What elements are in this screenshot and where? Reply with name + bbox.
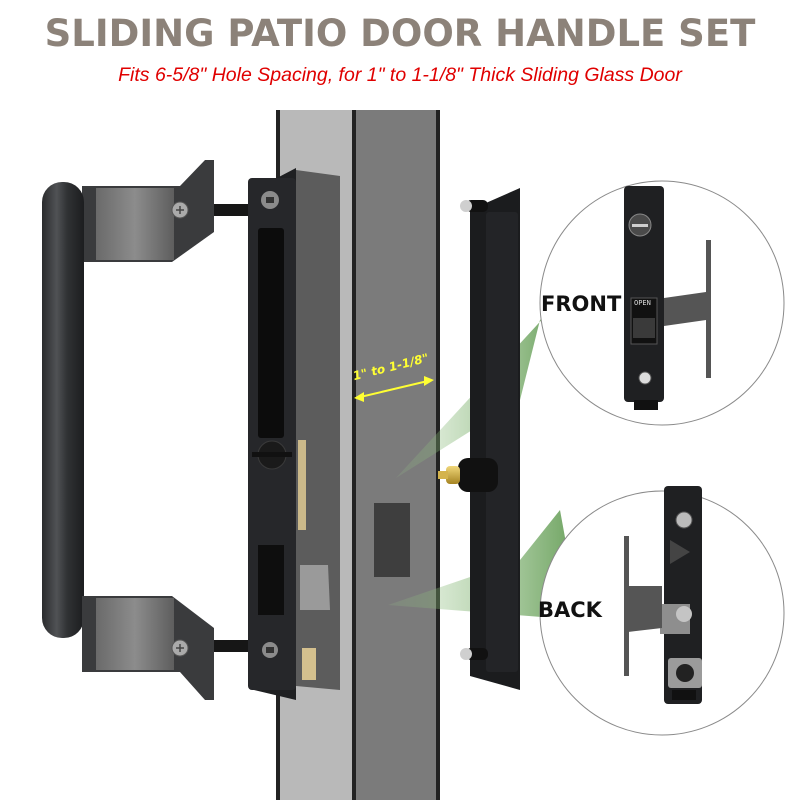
mortise-latch-plate: [248, 168, 340, 700]
back-detail-callout: [539, 486, 785, 736]
open-indicator-label: OPEN: [634, 299, 651, 307]
back-label: BACK: [538, 598, 602, 622]
product-subtitle: Fits 6-5/8" Hole Spacing, for 1" to 1-1/…: [118, 64, 682, 86]
callout-beam-back: [388, 510, 580, 620]
front-label: FRONT: [541, 292, 622, 316]
strike-keeper-plate: [438, 188, 520, 690]
front-detail-callout: [539, 180, 785, 426]
outside-pull-handle: [42, 160, 248, 700]
thickness-dimension-arrow: [354, 376, 434, 402]
product-title: SLIDING PATIO DOOR HANDLE SET: [44, 12, 756, 55]
